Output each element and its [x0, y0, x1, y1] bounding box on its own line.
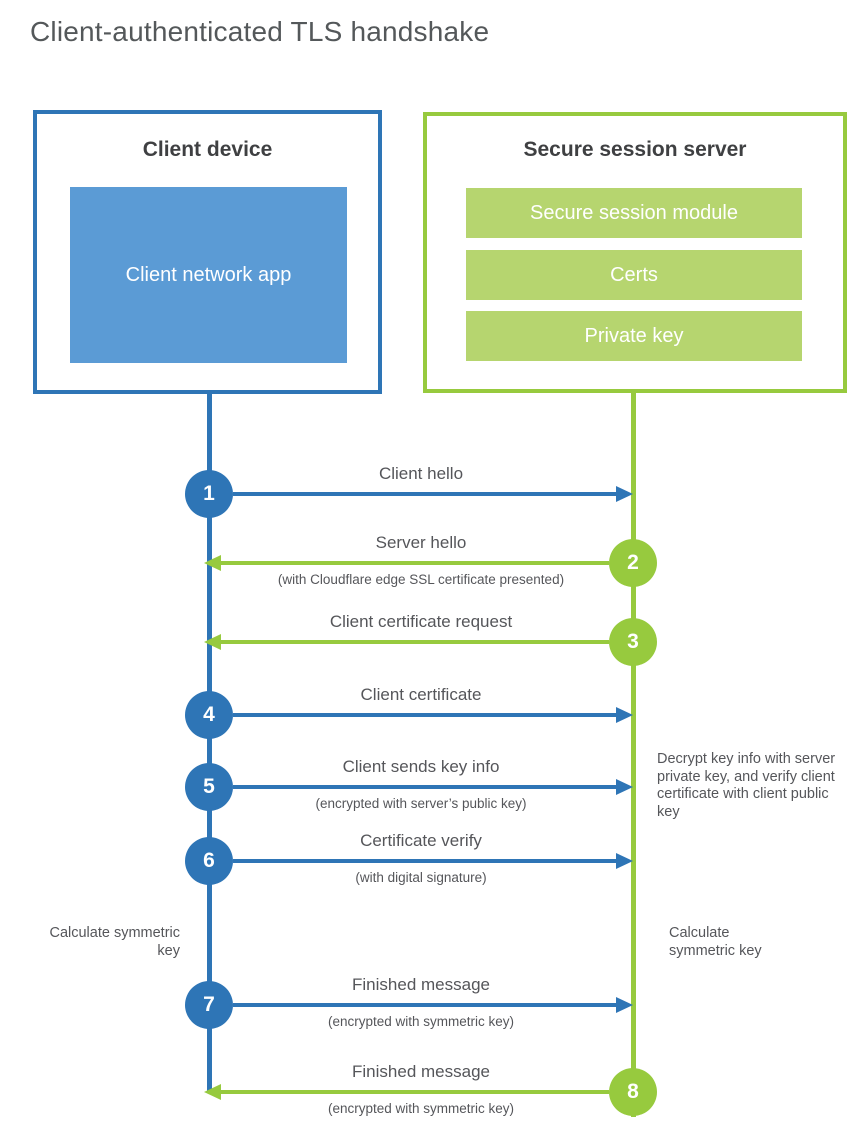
- step-8-badge: 8: [609, 1068, 657, 1116]
- step-7-label: Finished message: [352, 975, 490, 994]
- arrow-left-icon: [204, 555, 221, 571]
- arrow-right-icon: [616, 853, 633, 869]
- server-decrypt-note: Decrypt key info with server private key…: [657, 751, 836, 820]
- step-6-arrow: [233, 853, 633, 869]
- arrow-left-icon: [204, 634, 221, 650]
- step-1-arrow: [233, 486, 633, 502]
- step-4-arrow: [233, 707, 633, 723]
- step-1-badge: 1: [185, 470, 233, 518]
- server-calculate-symmetric-key-note: Calculate symmetric key: [669, 925, 762, 959]
- step-5-label: Client sends key info: [342, 757, 500, 776]
- arrow-right-icon: [616, 486, 633, 502]
- step-3-arrow: [204, 634, 609, 650]
- step-6-badge: 6: [185, 837, 233, 885]
- server-module-certs: Certs: [466, 250, 802, 300]
- client-device-title: Client device: [142, 138, 273, 161]
- server-lifeline: [631, 391, 636, 1117]
- step-3-badge: 3: [609, 618, 657, 666]
- step-8-sublabel: (encrypted with symmetric key): [327, 1101, 515, 1116]
- arrow-left-icon: [204, 1084, 221, 1100]
- client-lifeline: [207, 392, 212, 1092]
- step-2-label: Server hello: [375, 533, 467, 552]
- step-2-arrow: [204, 555, 609, 571]
- step-7-sublabel: (encrypted with symmetric key): [327, 1014, 515, 1029]
- secure-session-server-title: Secure session server: [523, 138, 747, 161]
- client-calculate-symmetric-key-note: Calculate symmetric key: [49, 925, 180, 959]
- step-7-badge: 7: [185, 981, 233, 1029]
- step-2-badge: 2: [609, 539, 657, 587]
- arrow-right-icon: [616, 779, 633, 795]
- arrow-right-icon: [616, 997, 633, 1013]
- client-network-app-box: Client network app: [70, 187, 347, 363]
- step-4-badge: 4: [185, 691, 233, 739]
- server-module-secure-session: Secure session module: [466, 188, 802, 238]
- step-4-label: Client certificate: [360, 685, 482, 704]
- step-1-label: Client hello: [378, 464, 464, 483]
- arrow-right-icon: [616, 707, 633, 723]
- step-5-badge: 5: [185, 763, 233, 811]
- step-2-sublabel: (with Cloudflare edge SSL certificate pr…: [277, 572, 565, 587]
- step-5-sublabel: (encrypted with server’s public key): [315, 796, 527, 811]
- step-6-label: Certificate verify: [360, 831, 482, 850]
- step-8-arrow: [204, 1084, 609, 1100]
- step-7-arrow: [233, 997, 633, 1013]
- server-module-private-key: Private key: [466, 311, 802, 361]
- step-3-label: Client certificate request: [329, 612, 513, 631]
- step-8-label: Finished message: [352, 1062, 490, 1081]
- step-5-arrow: [233, 779, 633, 795]
- step-6-sublabel: (with digital signature): [355, 870, 487, 885]
- page-title: Client-authenticated TLS handshake: [30, 16, 490, 47]
